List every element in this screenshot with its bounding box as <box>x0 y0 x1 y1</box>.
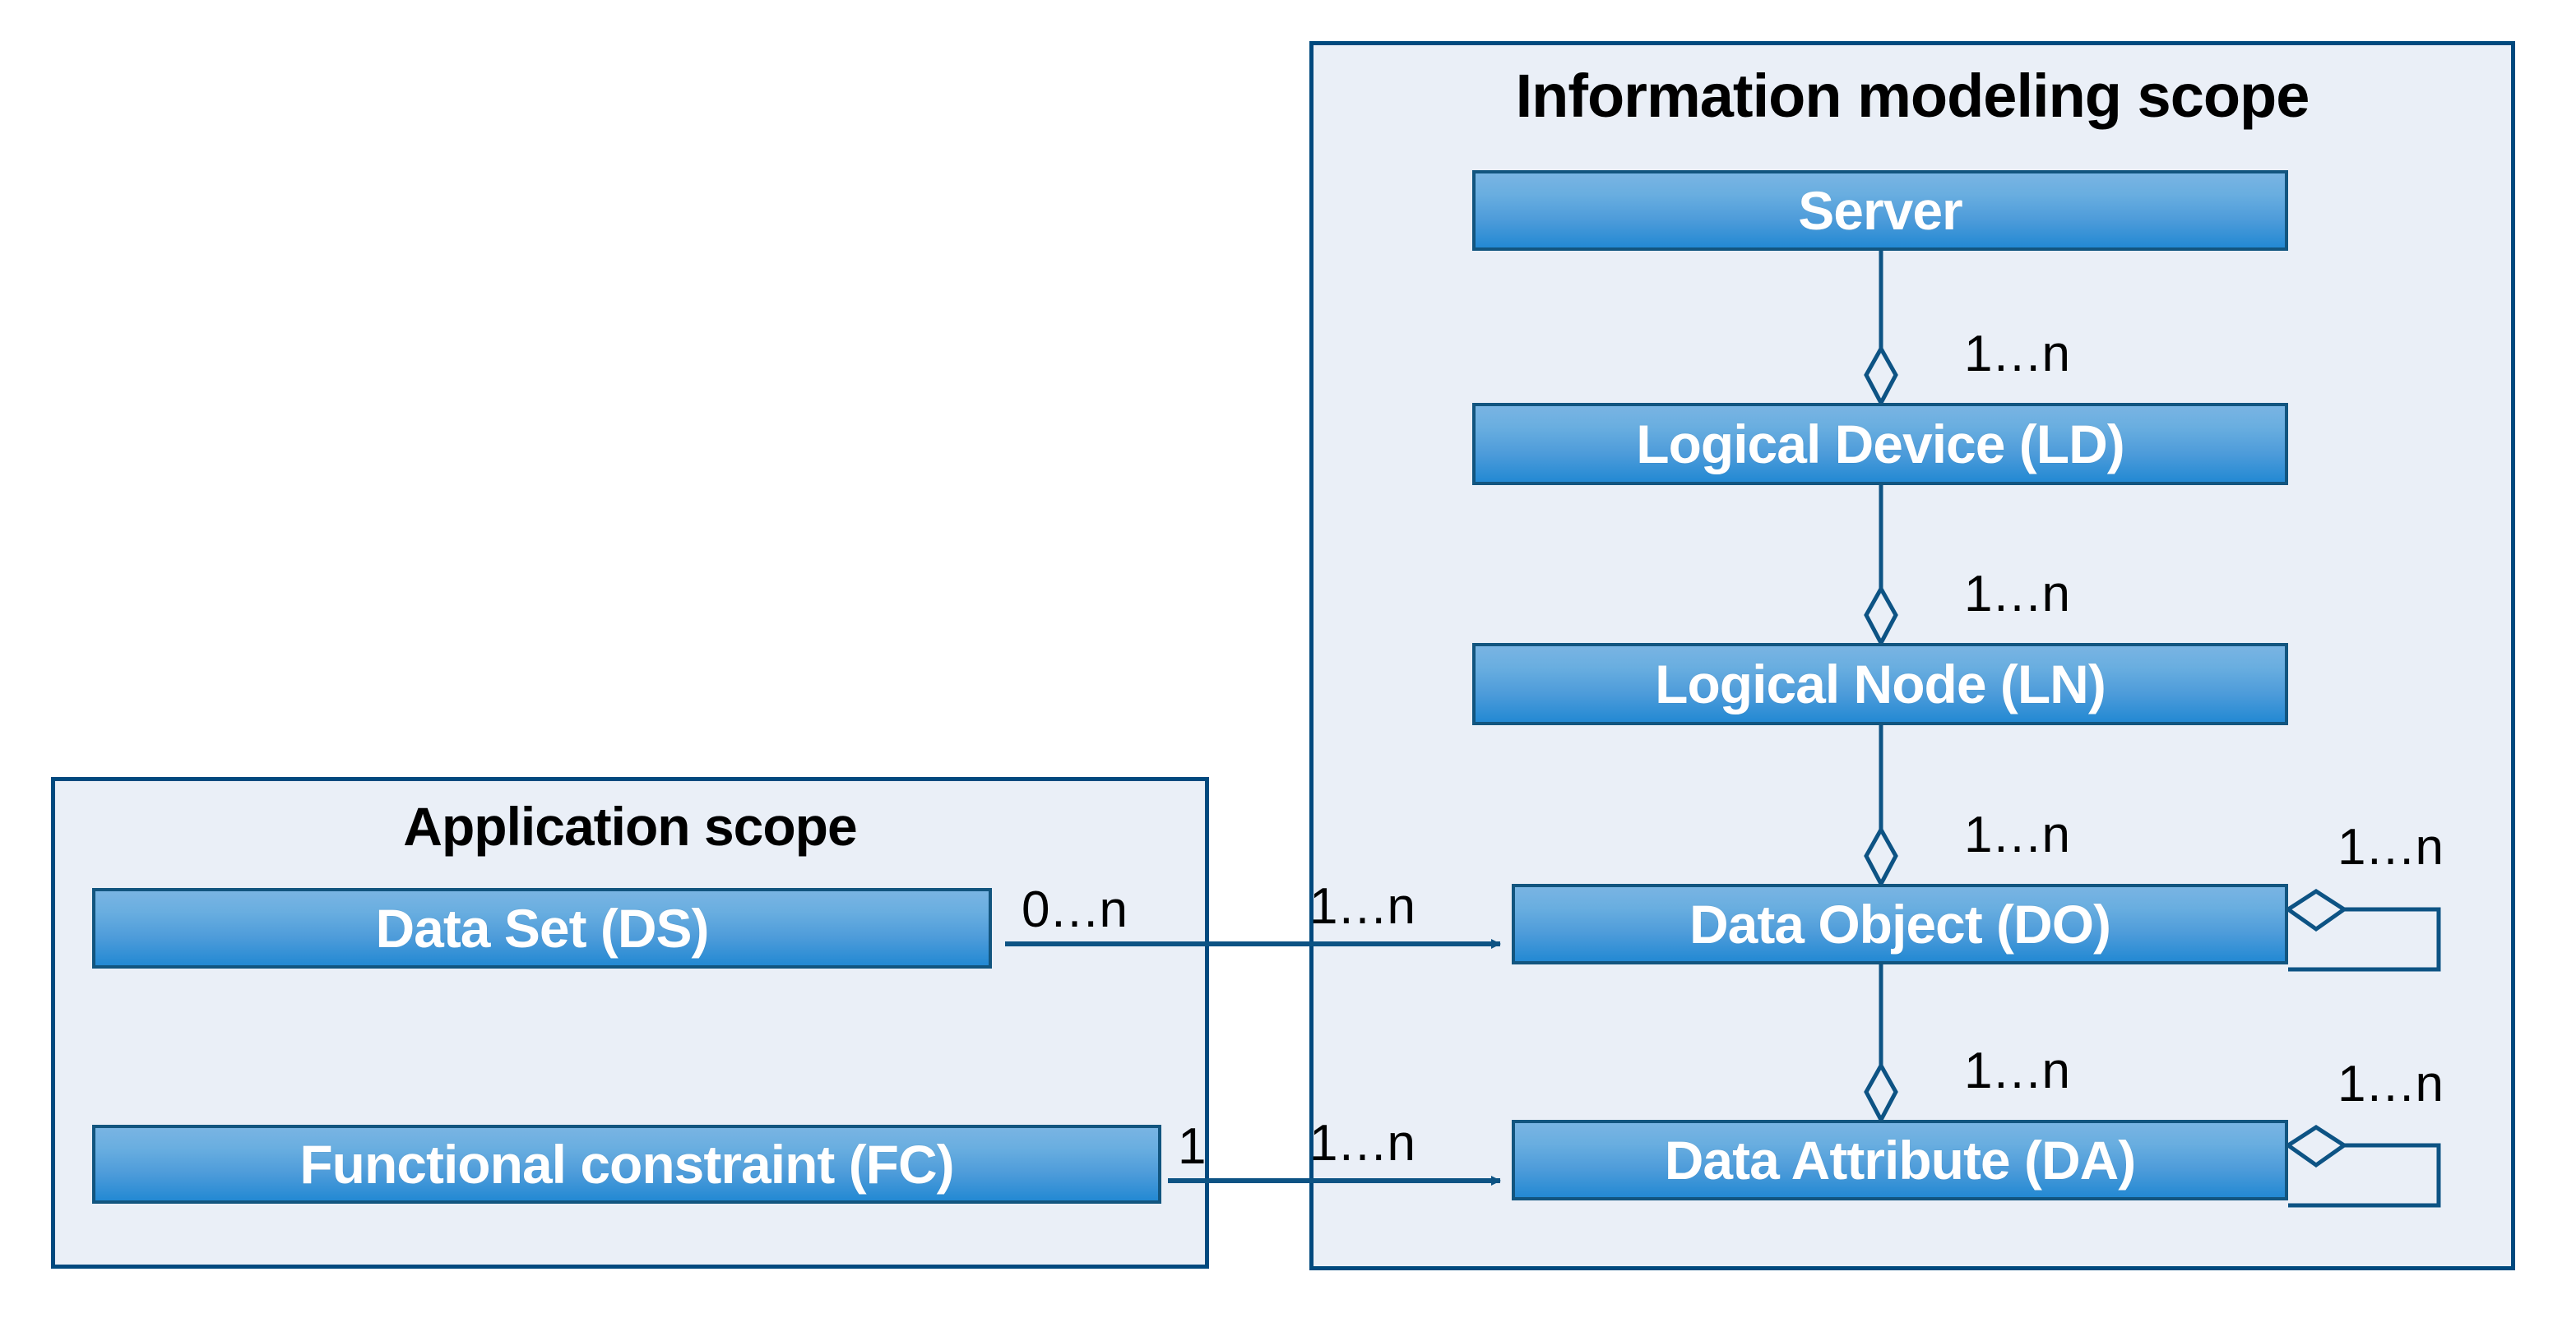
entity-label-logical-node: Logical Node (LN) <box>1655 654 2106 714</box>
entity-label-data-attribute: Data Attribute (DA) <box>1664 1130 2137 1191</box>
entity-box-logical-node[interactable]: Logical Node (LN) <box>1472 643 2288 725</box>
entity-label-logical-device: Logical Device (LD) <box>1636 414 2124 474</box>
entity-label-data-set: Data Set (DS) <box>375 898 709 959</box>
entity-box-server[interactable]: Server <box>1472 170 2288 251</box>
application-scope-title: Application scope <box>403 796 857 857</box>
entity-label-functional-constraint: Functional constraint (FC) <box>299 1134 954 1195</box>
entity-box-data-attribute[interactable]: Data Attribute (DA) <box>1512 1120 2288 1200</box>
entity-box-data-set[interactable]: Data Set (DS) <box>92 888 992 969</box>
entity-box-data-object[interactable]: Data Object (DO) <box>1512 884 2288 964</box>
entity-label-data-object: Data Object (DO) <box>1689 894 2111 955</box>
entity-label-server: Server <box>1798 180 1963 241</box>
information-modeling-scope-title: Information modeling scope <box>1515 62 2310 130</box>
entity-box-logical-device[interactable]: Logical Device (LD) <box>1472 403 2288 485</box>
entity-box-functional-constraint[interactable]: Functional constraint (FC) <box>92 1125 1161 1204</box>
